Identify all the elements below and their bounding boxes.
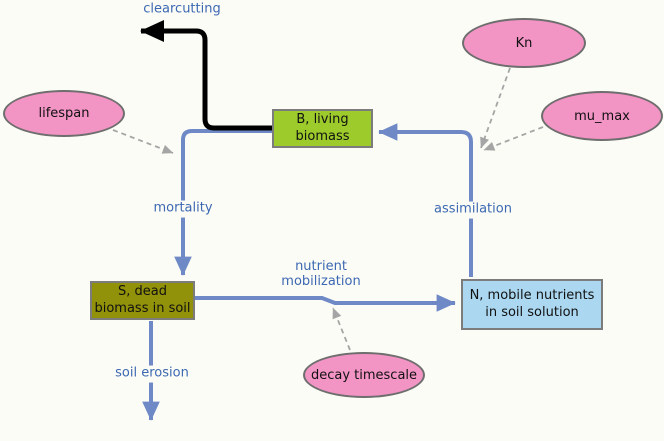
lifespan-influence-arrow	[112, 129, 174, 154]
clearcutting-flow-label: clearcutting	[139, 1, 225, 19]
decay-timescale-influence-arrow	[332, 307, 351, 351]
mortality-arrow	[174, 129, 272, 276]
assimilation-flow-label: assimilation	[430, 201, 516, 219]
soil-erosion-flow-label: soil erosion	[111, 365, 193, 383]
mu-max-influence-arrow	[483, 126, 544, 151]
decay-timescale-parameter-ellipse: decay timescale	[303, 352, 425, 398]
nutrient-mobilization-arrow	[195, 294, 456, 312]
lifespan-parameter-ellipse: lifespan	[3, 90, 125, 137]
assimilation-arrow	[378, 123, 473, 277]
kn-influence-arrow	[480, 67, 511, 149]
mobile-nutrients-stock-box: N, mobile nutrients in soil solution	[461, 279, 603, 330]
clearcutting-arrow	[139, 20, 272, 131]
dead-biomass-stock-box: S, dead biomass in soil	[90, 281, 195, 320]
kn-parameter-ellipse: Kn	[462, 18, 586, 68]
nutrient-mobilization-flow-label: nutrient mobilization	[277, 259, 365, 291]
living-biomass-stock-box: B, living biomass	[272, 109, 373, 148]
mortality-flow-label: mortality	[149, 200, 217, 218]
mu-max-parameter-ellipse: mu_max	[541, 91, 663, 141]
